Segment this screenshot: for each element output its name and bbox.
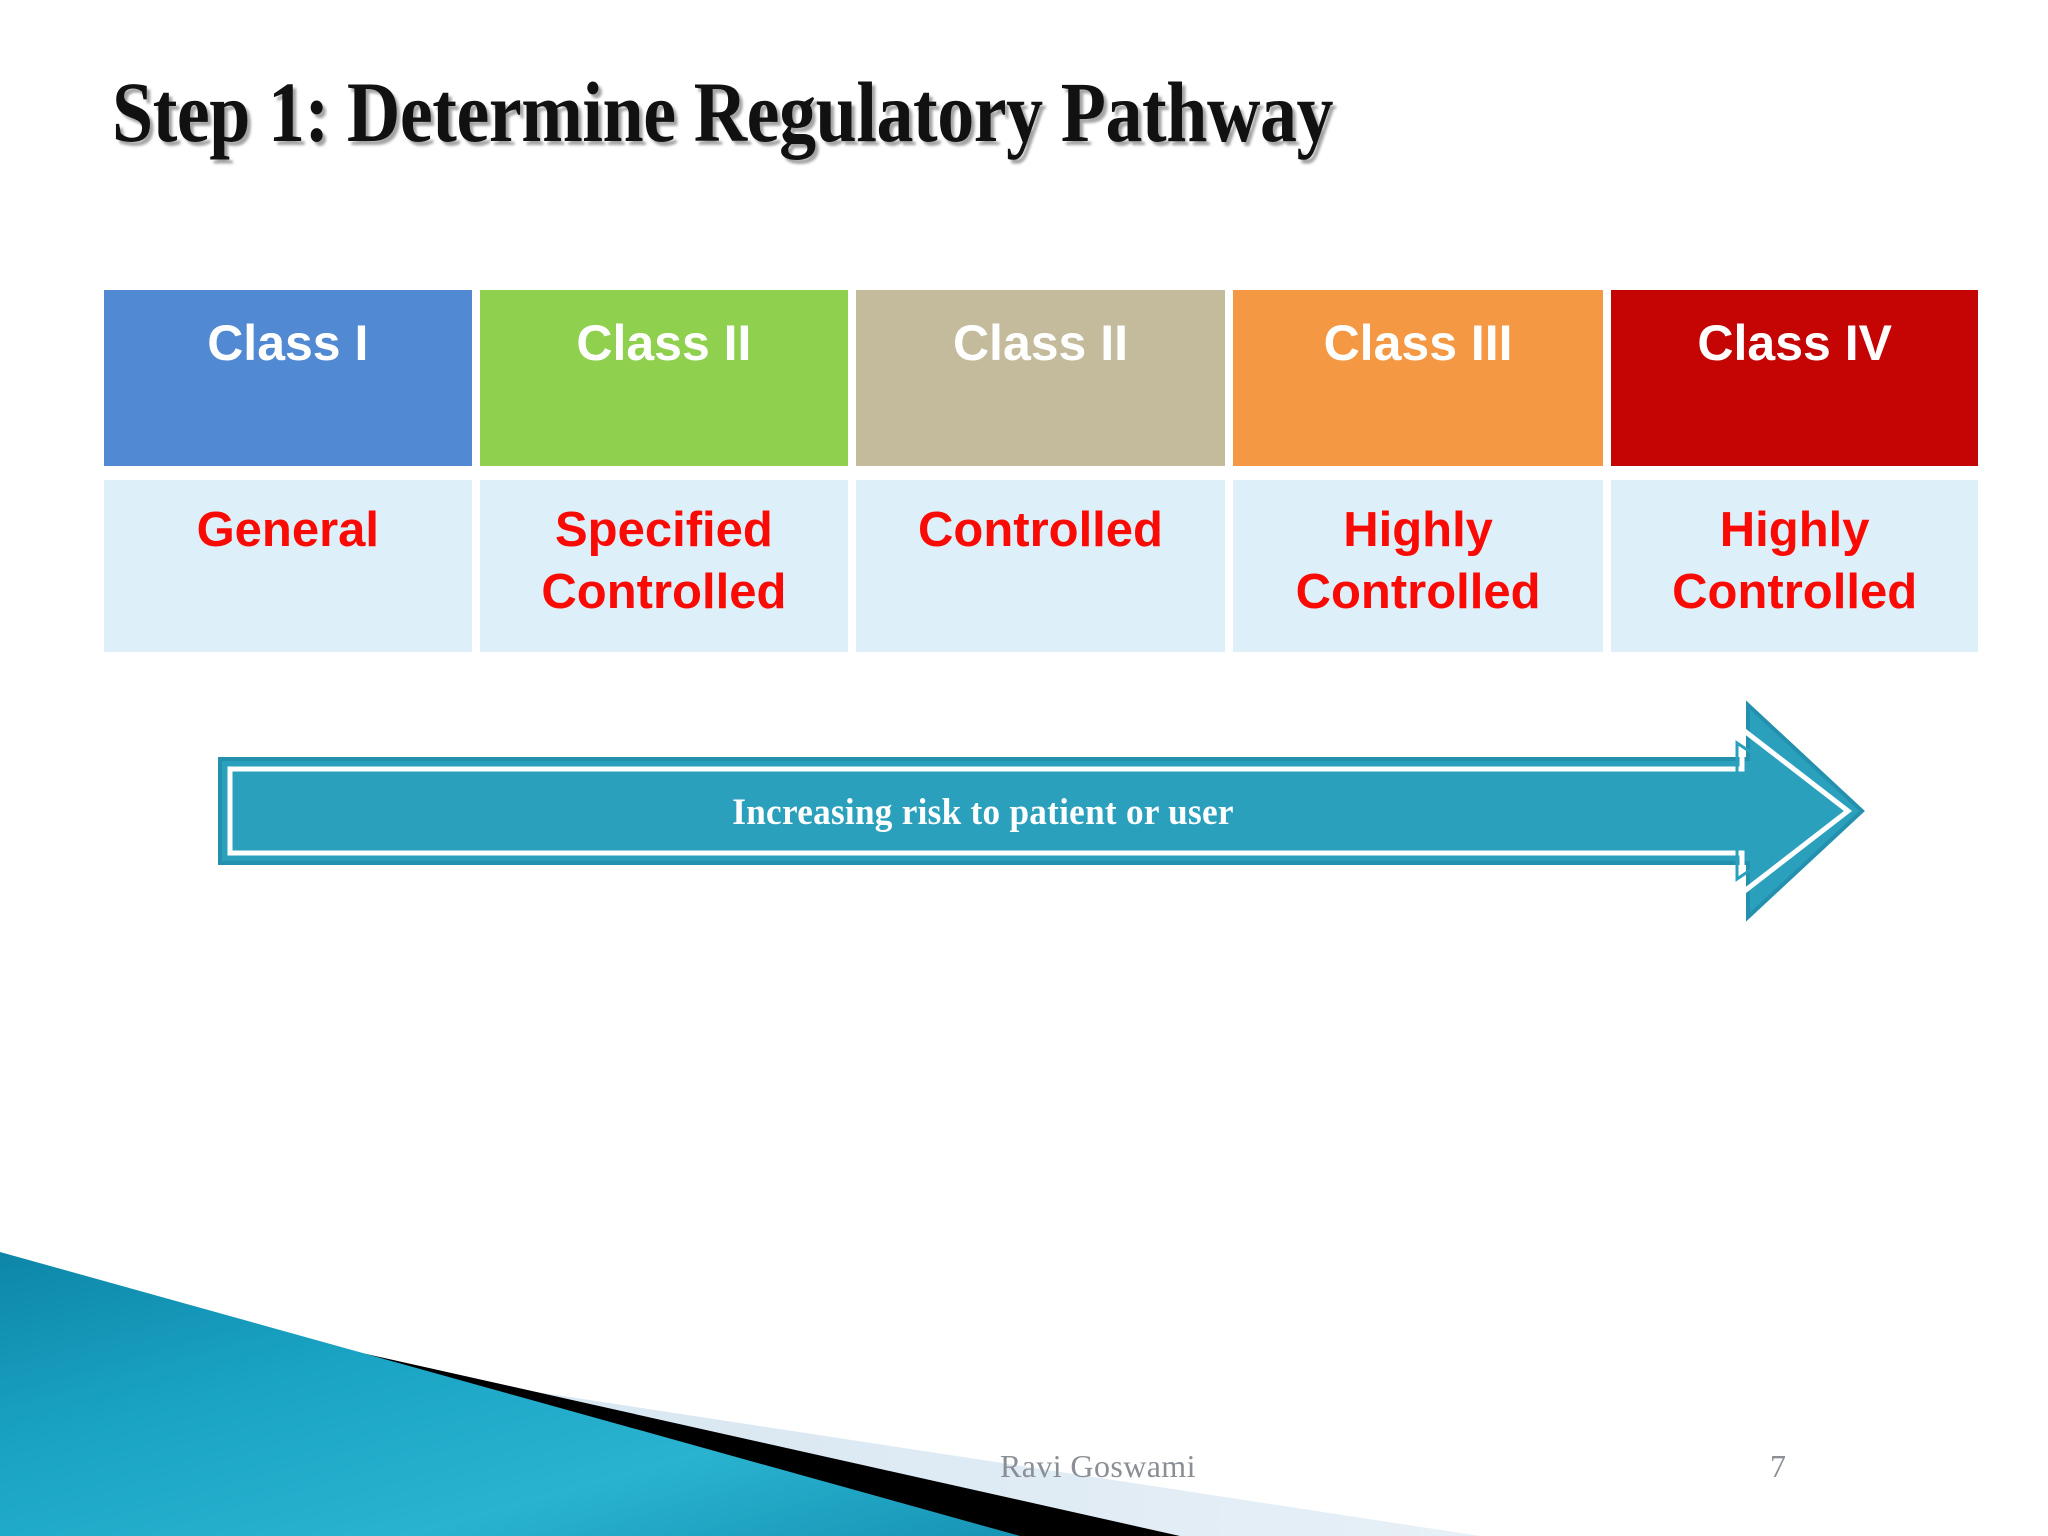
table-header-label: Class III <box>1323 315 1513 371</box>
table-header-cell-class-2a: Class II <box>479 290 849 466</box>
table-header-cell-class-2b: Class II <box>856 290 1225 466</box>
increasing-risk-arrow: Increasing risk to patient or user <box>218 695 1866 927</box>
table-header-cell-class-1: Class I <box>104 290 472 466</box>
decorative-ribbon-shape <box>0 1252 1480 1536</box>
regulatory-class-table: Class I Class II Class II Class III Clas… <box>104 290 1978 652</box>
table-value-row: General Specified Controlled Controlled … <box>104 480 1978 652</box>
page-title: Step 1: Determine Regulatory Pathway <box>112 64 1334 160</box>
table-value-cell-class-3: Highly Controlled <box>1232 480 1604 652</box>
table-value-cell-class-1: General <box>104 480 472 652</box>
table-header-label: Class II <box>952 315 1129 371</box>
table-value-line-1: Highly <box>1343 503 1493 557</box>
table-header-label: Class I <box>207 315 369 371</box>
right-arrow-icon <box>218 700 1865 922</box>
table-value-line-2: Controlled <box>541 564 787 619</box>
table-value-line-1: General <box>196 503 380 557</box>
table-value-line-2: Controlled <box>1672 564 1918 619</box>
footer-page-number: 7 <box>1770 1448 1786 1484</box>
arrow-label: Increasing risk to patient or user <box>732 792 1234 833</box>
table-header-cell-class-4: Class IV <box>1611 290 1978 466</box>
table-value-line-1: Specified <box>554 503 773 557</box>
table-header-row: Class I Class II Class II Class III Clas… <box>104 290 1978 466</box>
footer-author: Ravi Goswami <box>1000 1448 1196 1484</box>
table-value-line-2: Controlled <box>1295 564 1541 619</box>
table-value-cell-class-2b: Controlled <box>856 480 1225 652</box>
table-value-cell-class-2a: Specified Controlled <box>479 480 849 652</box>
table-header-label: Class IV <box>1697 315 1892 371</box>
table-value-line-1: Controlled <box>918 503 1163 557</box>
table-header-label: Class II <box>576 315 752 371</box>
table-value-cell-class-4: Highly Controlled <box>1611 480 1978 652</box>
table-header-cell-class-3: Class III <box>1232 290 1604 466</box>
table-value-line-1: Highly <box>1719 503 1870 557</box>
corner-decoration <box>0 1236 1480 1536</box>
